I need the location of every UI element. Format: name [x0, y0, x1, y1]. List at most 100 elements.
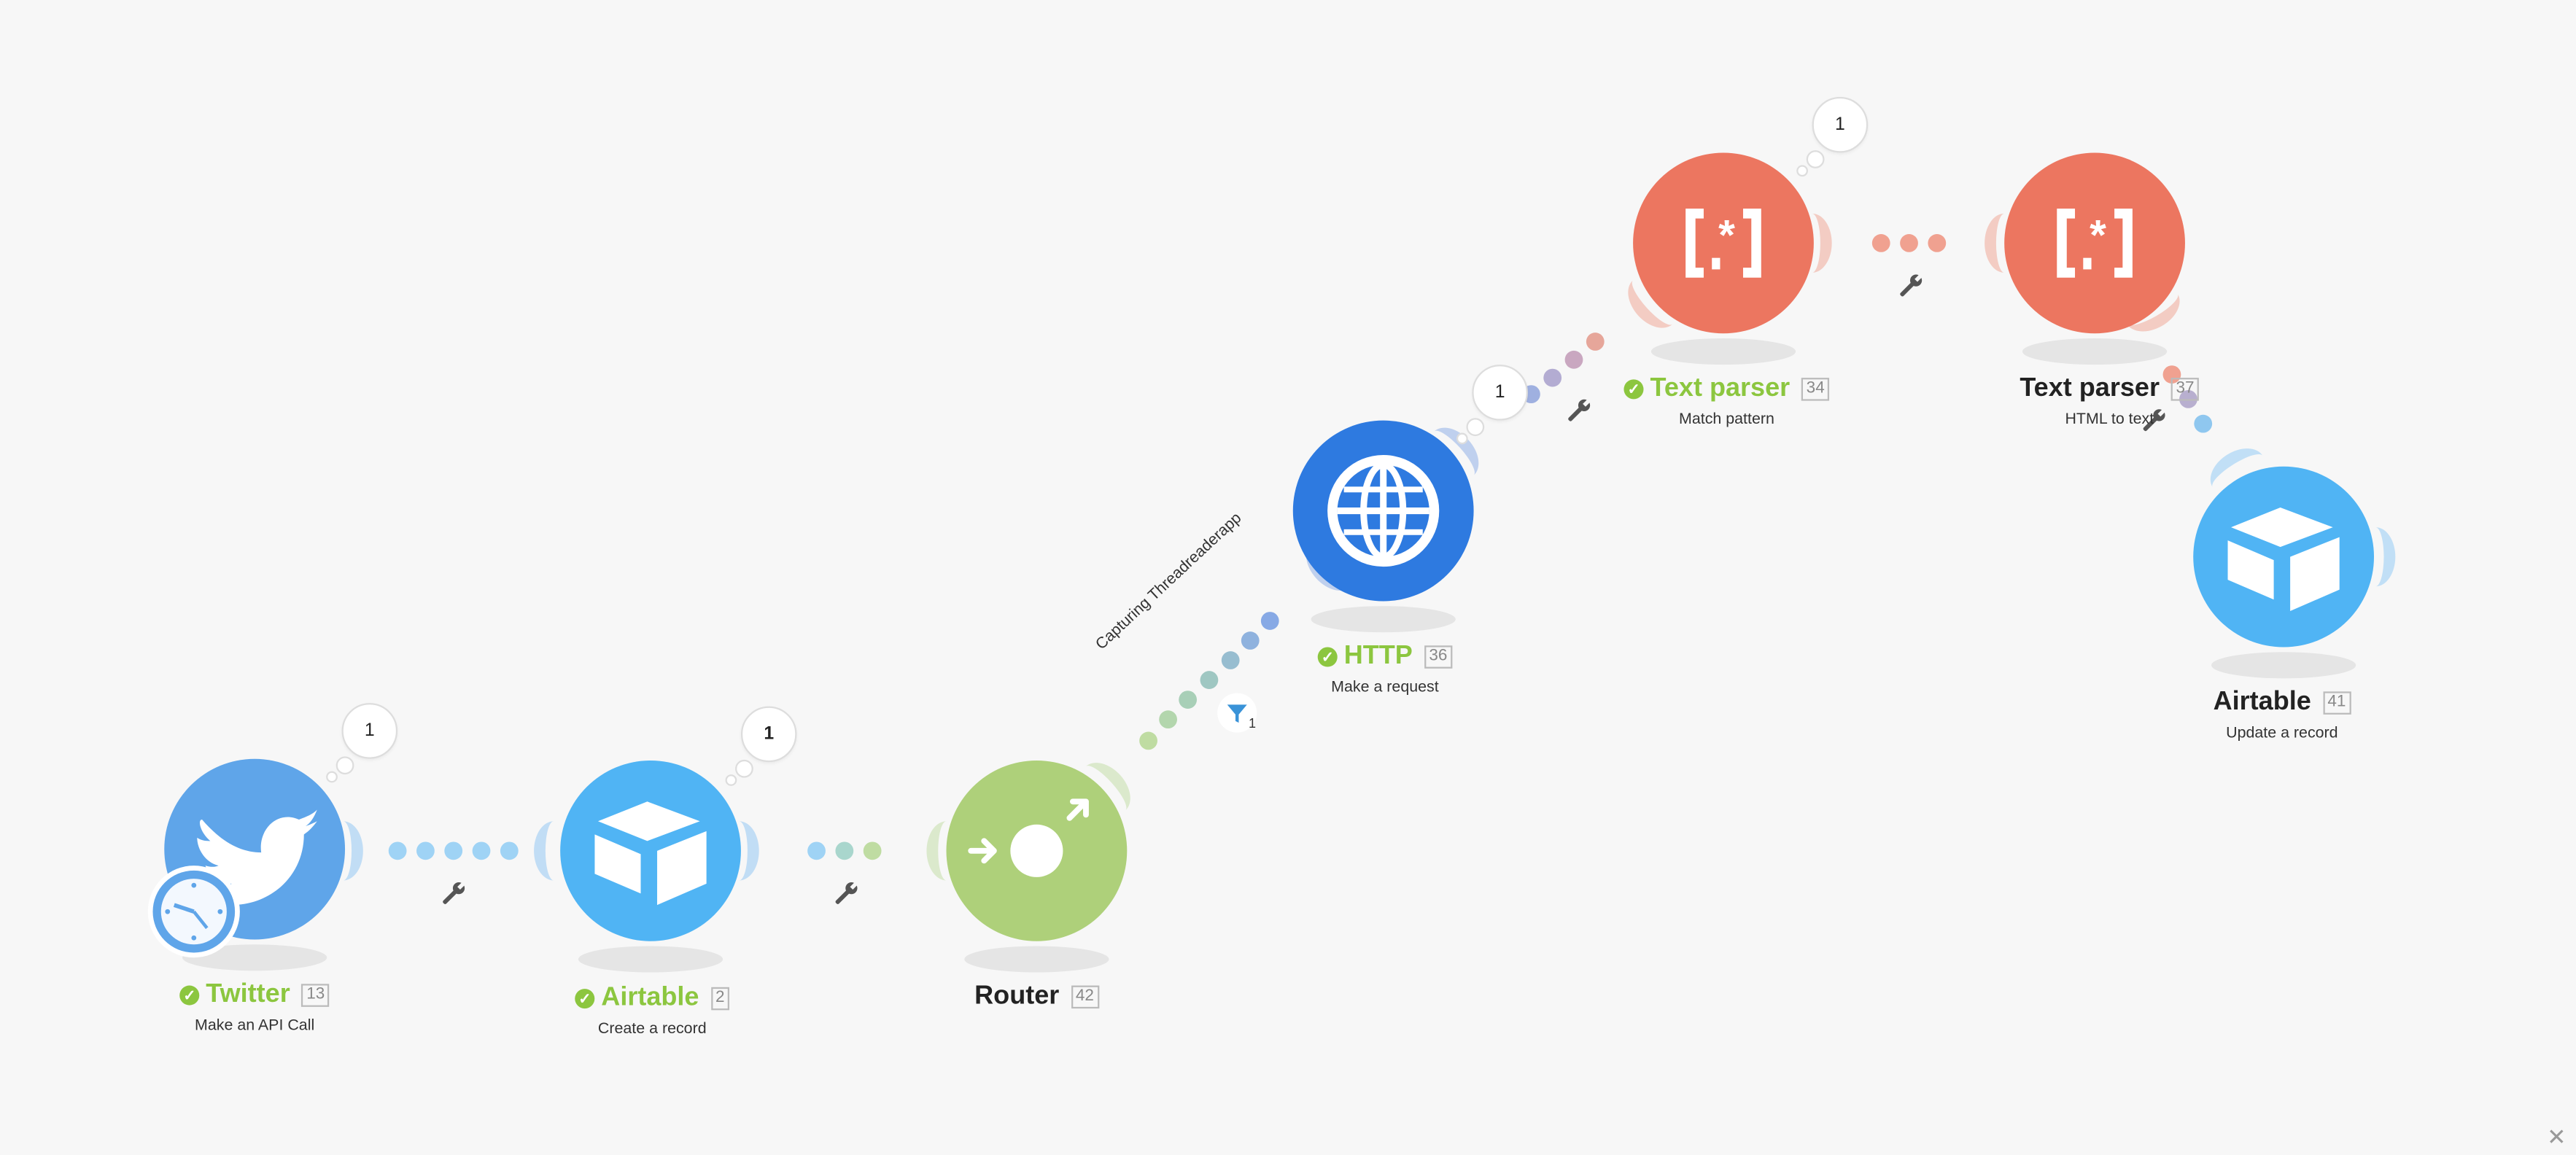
airtable-box-icon — [2227, 508, 2340, 611]
filter-funnel — [1227, 704, 1247, 723]
module-twitter[interactable] — [147, 758, 346, 958]
link-dot — [1159, 710, 1177, 729]
close-icon[interactable]: ✕ — [2547, 1123, 2567, 1150]
module-shadow — [1311, 606, 1456, 633]
regex-dot — [2083, 257, 2092, 270]
module-circle — [1633, 152, 1814, 334]
link-dot — [835, 841, 854, 860]
wrench-slot — [850, 882, 858, 890]
wrench-icon[interactable] — [440, 879, 468, 908]
wrench-slot — [457, 882, 465, 890]
module-text-parser-match[interactable]: * — [1633, 152, 1814, 334]
module-number: 34 — [1801, 378, 1830, 401]
module-subtitle: Make a request — [1331, 678, 1439, 697]
bracket-left — [2057, 209, 2076, 278]
operations-bubble[interactable]: 1 — [341, 703, 398, 759]
module-shadow — [1650, 338, 1796, 365]
success-check-icon: ✓ — [1623, 379, 1644, 400]
bubble-tail-dot — [1456, 432, 1468, 445]
bracket-right — [1743, 209, 1761, 278]
clock-tick — [165, 909, 171, 914]
module-connector[interactable] — [1812, 213, 1832, 273]
link-dot — [1871, 233, 1890, 252]
schedule-clock-icon[interactable] — [147, 866, 240, 958]
bubble-tail-dot — [335, 756, 354, 775]
module-shadow — [578, 946, 723, 973]
connector-half-moon — [926, 821, 947, 881]
module-connector[interactable] — [2375, 527, 2396, 587]
module-connector[interactable] — [2126, 294, 2188, 341]
regex-dot — [1712, 257, 1720, 270]
wrench-icon[interactable] — [1897, 272, 1925, 300]
module-circle — [560, 760, 741, 941]
link-dot — [1543, 368, 1562, 387]
module-connector[interactable] — [343, 821, 363, 881]
connector-half-moon — [739, 821, 759, 881]
connector-half-moon — [1985, 213, 2005, 273]
link-dot — [416, 841, 435, 860]
module-number: 41 — [2322, 691, 2351, 715]
module-connector[interactable] — [1085, 753, 1140, 811]
module-connector[interactable] — [2202, 439, 2263, 487]
module-shadow — [2022, 338, 2168, 365]
link-dot — [1928, 233, 1947, 252]
link-dot — [1221, 651, 1240, 669]
link-dot — [1241, 631, 1260, 650]
bubble-tail-dot — [1806, 150, 1825, 168]
module-shadow — [2211, 652, 2356, 679]
module-connector[interactable] — [1985, 213, 2005, 273]
module-connector[interactable] — [534, 821, 554, 881]
bubble-tail-dot — [735, 759, 753, 778]
module-text-parser-html[interactable]: * — [2004, 152, 2185, 334]
operations-bubble[interactable]: 1 — [1812, 96, 1869, 153]
connector-half-moon — [2375, 527, 2396, 587]
filter-icon[interactable]: 1 — [1217, 693, 1257, 733]
module-router[interactable] — [946, 760, 1128, 941]
success-check-icon: ✓ — [179, 985, 200, 1006]
module-connector[interactable] — [1296, 542, 1351, 600]
module-subtitle: Update a record — [2226, 724, 2338, 743]
connector-half-moon — [1628, 280, 1673, 328]
module-connector[interactable] — [1618, 280, 1673, 337]
bracket-right — [2114, 209, 2133, 278]
operations-bubble[interactable]: 1 — [1472, 365, 1528, 421]
bracket-left — [1685, 209, 1704, 278]
clock-tick — [217, 909, 223, 914]
wrench-icon[interactable] — [2140, 406, 2168, 435]
connector-half-moon — [343, 821, 363, 881]
wrench-handle — [443, 890, 457, 904]
module-number: 2 — [710, 987, 730, 1011]
link-dot — [1139, 731, 1157, 750]
wrench-icon[interactable] — [832, 879, 861, 908]
wrench-handle — [835, 890, 850, 904]
wrench-slot — [2157, 409, 2165, 417]
module-airtable-update[interactable] — [2193, 466, 2375, 648]
filter-count: 1 — [1249, 716, 1256, 731]
regex-icon: * — [2057, 209, 2133, 278]
operations-bubble[interactable]: 1 — [740, 706, 797, 763]
wrench-icon[interactable] — [1565, 397, 1594, 425]
wrench-handle — [1900, 281, 1915, 297]
module-connector[interactable] — [926, 821, 947, 881]
box-left — [594, 834, 641, 894]
connector-half-moon — [2126, 294, 2180, 332]
link-dot — [2194, 414, 2213, 433]
link-dot — [1200, 671, 1219, 689]
bubble-tail-dot — [1796, 165, 1808, 177]
box-top — [2231, 508, 2333, 548]
module-airtable-create[interactable] — [560, 760, 741, 941]
airtable-box-icon — [594, 801, 707, 906]
module-subtitle: Make an API Call — [195, 1016, 315, 1035]
wrench-handle — [1568, 406, 1583, 421]
box-right — [657, 831, 707, 906]
module-http[interactable] — [1292, 420, 1474, 602]
module-connector[interactable] — [739, 821, 759, 881]
link-dot — [1586, 332, 1605, 351]
